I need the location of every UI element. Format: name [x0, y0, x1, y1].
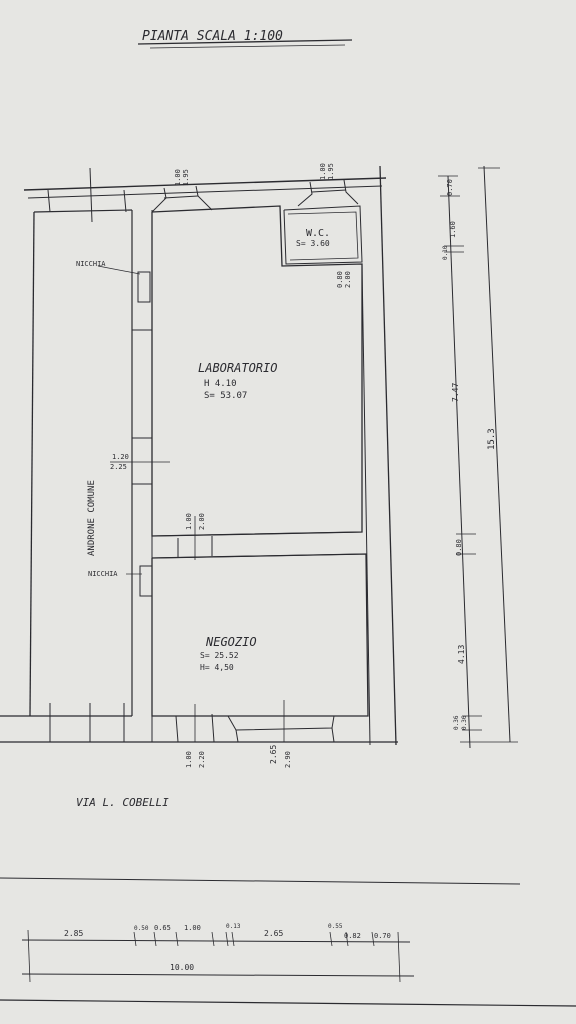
right-dim-0: 0.70: [446, 179, 454, 196]
bottom-dim-total: 10.00: [170, 963, 194, 972]
laboratorio-area: S= 53.07: [204, 391, 247, 401]
bottom-dim-2: 0.65: [154, 924, 171, 932]
negozio-height: H= 4,50: [200, 663, 234, 672]
top-window-right: [297, 179, 359, 207]
bottom-dimension-chain: [21, 929, 415, 983]
negozio-room: [151, 531, 369, 717]
sheet-bottom-rule: [0, 999, 576, 1007]
wc-door-h: 2.00: [344, 271, 352, 288]
bottom-dim-5: 2.65: [264, 929, 283, 938]
bottom-dim-0: 2.85: [64, 929, 83, 938]
bottom-dim-6: 0.55: [328, 923, 343, 930]
negozio-area: S= 25.52: [200, 651, 239, 660]
sheet-divider: [0, 877, 521, 885]
top-window-right-h: 1.95: [327, 163, 335, 180]
bottom-dim-7: 0.82: [344, 932, 361, 940]
wc-door-w: 0.80: [336, 271, 344, 288]
nicchia-top-label: NICCHIA: [76, 260, 106, 268]
nicchia-bottom-label: NICCHIA: [88, 570, 118, 578]
top-window-right-w: 1.00: [319, 163, 327, 180]
laboratorio-name: LABORATORIO: [198, 361, 277, 375]
right-dim-2: 0.10: [442, 245, 449, 260]
laboratorio-height: H 4.10: [204, 379, 237, 389]
plan-title: PIANTA SCALA 1:100: [142, 29, 283, 44]
title-underline: [137, 39, 353, 45]
bottom-dim-1: 0.50: [134, 925, 149, 932]
top-window-left-w: 1.00: [174, 169, 182, 186]
top-window-left: [151, 185, 213, 213]
bottom-dim-8: 0.70: [374, 932, 391, 940]
bottom-dim-3: 1.00: [184, 924, 201, 932]
nicchia-top-niche: [137, 271, 151, 303]
right-dim-4: 0.80: [455, 539, 463, 556]
right-dim-5: 4.13: [457, 645, 466, 664]
right-dimension-chain: [438, 165, 518, 749]
side-door-w: 1.20: [112, 453, 129, 461]
bottom-dim-4: 0.13: [226, 923, 241, 930]
nicchia-bottom-niche: [139, 565, 153, 597]
right-dim-3: 7.47: [451, 383, 460, 402]
right-dim-total: 15.3: [487, 428, 497, 450]
side-door-h: 2.25: [110, 463, 127, 471]
front-door-left-w: 1.00: [185, 751, 193, 768]
inner-door-h: 2.00: [198, 513, 206, 530]
front-door-right-h: 2.90: [284, 751, 292, 768]
right-dim-7: 0.36: [461, 715, 468, 730]
negozio-name: NEGOZIO: [205, 635, 257, 649]
inner-door-w: 1.00: [185, 513, 193, 530]
nicchia-top-leader: [97, 265, 141, 275]
front-openings: [175, 700, 335, 743]
front-door-left-h: 2.20: [198, 751, 206, 768]
right-dim-1: 1.60: [449, 221, 457, 238]
top-window-left-h: 1.95: [182, 169, 190, 186]
street-label: VIA L. COBELLI: [76, 796, 169, 809]
walls: [0, 165, 398, 746]
wc-name: W.C.: [306, 228, 330, 239]
right-dim-6: 0.36: [453, 715, 460, 730]
title-underline-2: [149, 44, 346, 49]
androne-label: ANDRONE COMUNE: [87, 480, 97, 556]
front-door-right-w: 2.65: [269, 745, 278, 764]
wc-area: S= 3.60: [296, 239, 330, 248]
